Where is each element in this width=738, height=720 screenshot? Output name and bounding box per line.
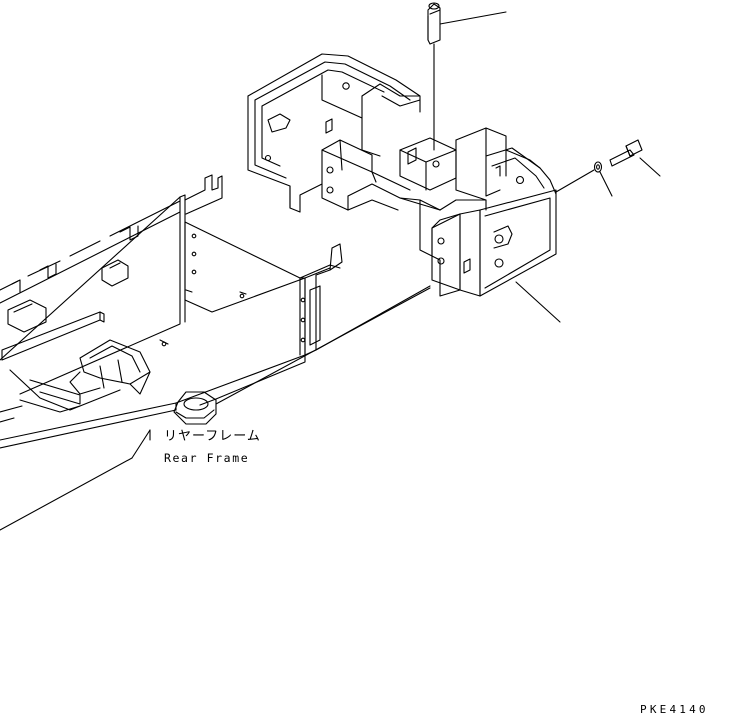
bolt-and-washer [556,140,660,196]
rear-frame-label-japanese: リヤーフレーム [164,429,261,444]
tow-hook [174,392,216,424]
counterweight [248,54,556,296]
rear-frame [0,175,430,530]
drawing-code: PKE4140 [640,703,709,716]
counterweight-leader [516,282,560,322]
rear-frame-label-english: Rear Frame [164,451,250,465]
lifting-pin [428,3,506,150]
